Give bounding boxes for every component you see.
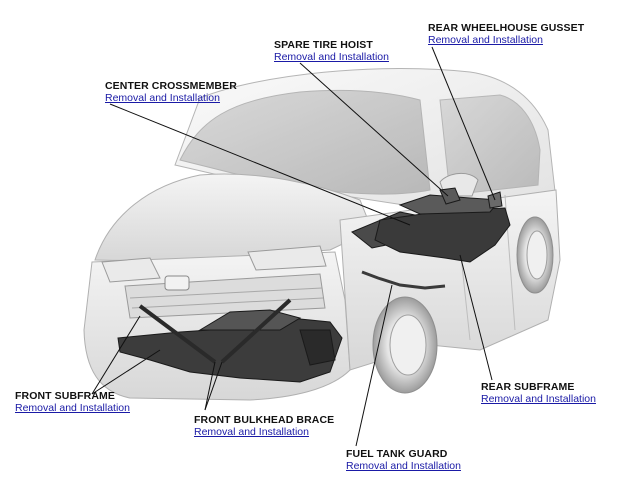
rear-wheelhouse-gusset-title: REAR WHEELHOUSE GUSSET — [428, 22, 584, 34]
fuel-tank-guard-title: FUEL TANK GUARD — [346, 448, 461, 460]
callout-fuel-tank-guard: FUEL TANK GUARD Removal and Installation — [346, 448, 461, 472]
callout-rear-wheelhouse-gusset: REAR WHEELHOUSE GUSSET Removal and Insta… — [428, 22, 584, 46]
center-crossmember-link[interactable]: Removal and Installation — [105, 92, 237, 104]
front-bulkhead-brace-title: FRONT BULKHEAD BRACE — [194, 414, 334, 426]
rear-subframe-link[interactable]: Removal and Installation — [481, 393, 596, 405]
rear-wheel — [517, 217, 553, 293]
callout-front-bulkhead-brace: FRONT BULKHEAD BRACE Removal and Install… — [194, 414, 334, 438]
spare-tire-hoist-link[interactable]: Removal and Installation — [274, 51, 389, 63]
rear-subframe-title: REAR SUBFRAME — [481, 381, 596, 393]
fuel-tank-guard-link[interactable]: Removal and Installation — [346, 460, 461, 472]
front-bulkhead-brace-link[interactable]: Removal and Installation — [194, 426, 334, 438]
callout-rear-subframe: REAR SUBFRAME Removal and Installation — [481, 381, 596, 405]
center-crossmember-title: CENTER CROSSMEMBER — [105, 80, 237, 92]
front-wheel — [373, 297, 437, 393]
callout-center-crossmember: CENTER CROSSMEMBER Removal and Installat… — [105, 80, 237, 104]
front-subframe-title: FRONT SUBFRAME — [15, 390, 130, 402]
front-subframe-link[interactable]: Removal and Installation — [15, 402, 130, 414]
callout-front-subframe: FRONT SUBFRAME Removal and Installation — [15, 390, 130, 414]
callout-spare-tire-hoist: SPARE TIRE HOIST Removal and Installatio… — [274, 39, 389, 63]
spare-tire-hoist-title: SPARE TIRE HOIST — [274, 39, 389, 51]
rear-wheelhouse-gusset-link[interactable]: Removal and Installation — [428, 34, 584, 46]
